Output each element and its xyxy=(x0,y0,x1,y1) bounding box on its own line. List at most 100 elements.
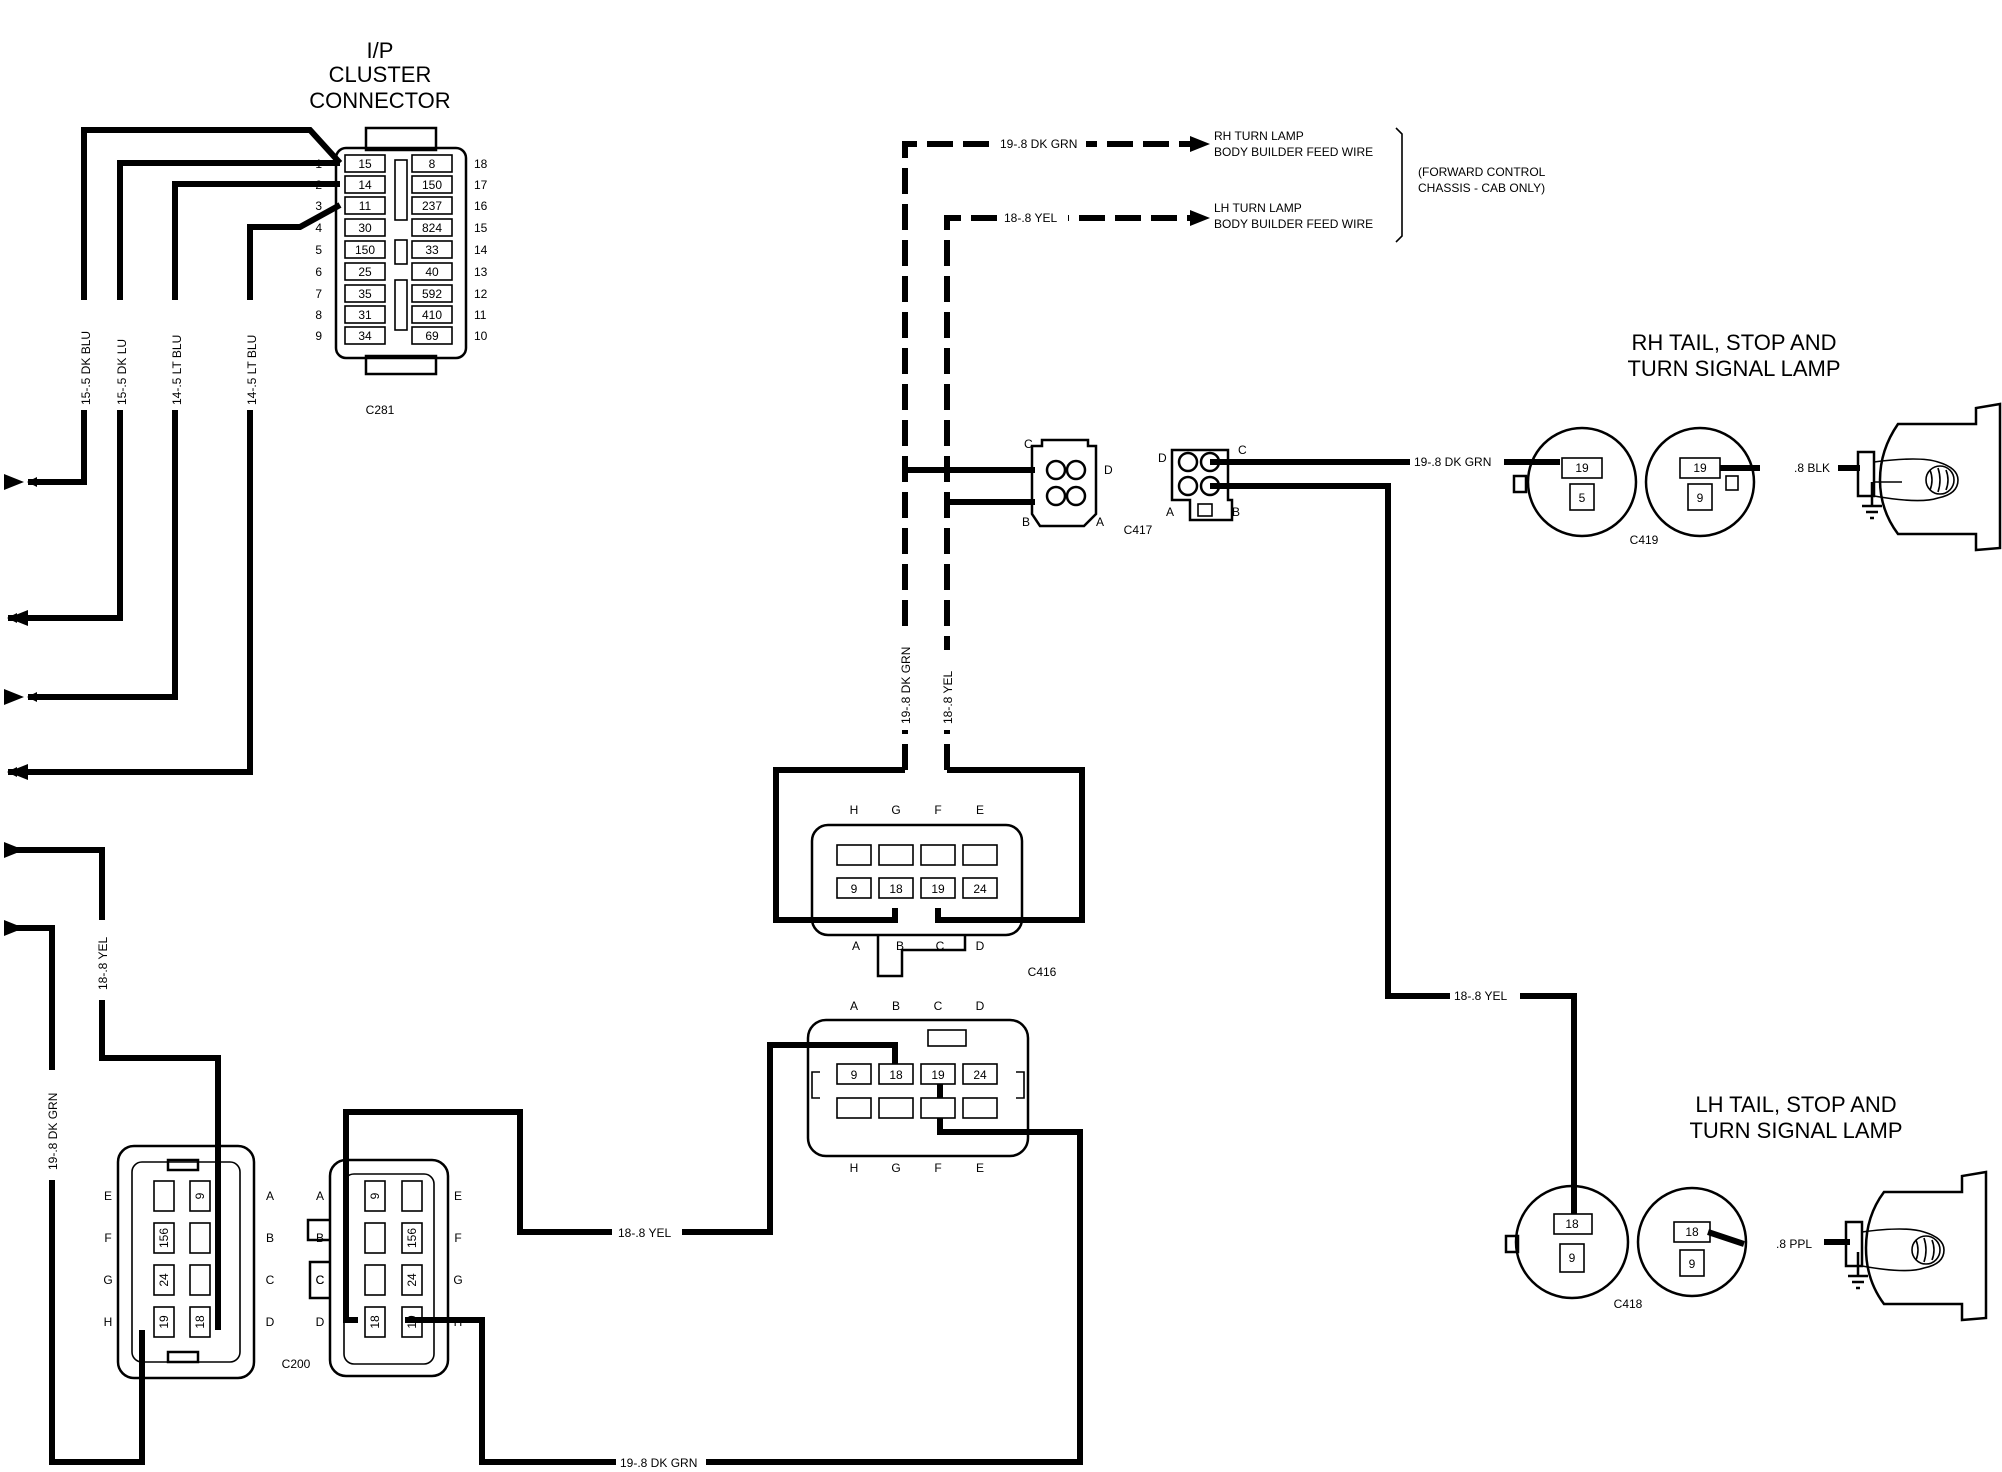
c281-cavity-right-label: 824 xyxy=(422,221,442,235)
rh-lamp-title: RH TAIL, STOP AND TURN SIGNAL LAMP xyxy=(1627,330,1840,381)
svg-text:CONNECTOR: CONNECTOR xyxy=(309,88,450,113)
c200-cavity xyxy=(189,1180,211,1212)
c416b-cavity-letter: D xyxy=(976,999,985,1013)
c417-label: C417 xyxy=(1124,523,1153,537)
svg-text:19-.8 DK GRN: 19-.8 DK GRN xyxy=(899,647,913,724)
c281-cavity-left xyxy=(344,326,386,345)
c281-cavity-right xyxy=(411,154,453,173)
c281-cavity-right-label: 40 xyxy=(425,265,439,279)
c281-cavity-right xyxy=(411,262,453,281)
svg-text:RH TAIL, STOP AND: RH TAIL, STOP AND xyxy=(1632,330,1837,355)
c416b-cavity-letter: B xyxy=(892,999,900,1013)
c281-pin-left: 6 xyxy=(315,265,322,279)
c281-cavity-left xyxy=(344,262,386,281)
trunk-labels: 19-.8 DK GRN 18-.8 YEL 19-.8 DK GRN 18-.… xyxy=(896,136,1086,730)
lamp-feed-labels: 19-.8 DK GRN 18-.8 YEL xyxy=(1410,454,1520,1004)
c418-label: C418 xyxy=(1614,1297,1643,1311)
svg-text:5: 5 xyxy=(1579,491,1586,505)
c200-col-letter: A xyxy=(316,1189,324,1203)
c281-cavity-right xyxy=(411,240,453,259)
svg-text:19: 19 xyxy=(1693,461,1707,475)
c416-cavity-label: 24 xyxy=(973,882,987,896)
c200-cavity-label: 24 xyxy=(405,1273,419,1287)
c200-wire-labels: 18-.8 YEL 19-.8 DK GRN xyxy=(612,1224,706,1471)
c281-cavity-left-label: 14 xyxy=(358,178,372,192)
c200-cavity-label: 19 xyxy=(157,1315,171,1329)
lh-bulb-assembly: .8 PPL xyxy=(1707,1170,1988,1322)
svg-text:.8 PPL: .8 PPL xyxy=(1776,1237,1812,1251)
c200-wires xyxy=(343,1042,1083,1465)
svg-text:A: A xyxy=(1166,505,1174,519)
c281-cavity-left-label: 30 xyxy=(358,221,372,235)
c416-cavity-label: 9 xyxy=(851,882,858,896)
svg-text:TURN SIGNAL LAMP: TURN SIGNAL LAMP xyxy=(1689,1118,1902,1143)
svg-text:(FORWARD CONTROL: (FORWARD CONTROL xyxy=(1418,165,1546,179)
svg-text:CLUSTER: CLUSTER xyxy=(329,62,432,87)
svg-text:18-.8 YEL: 18-.8 YEL xyxy=(618,1226,671,1240)
c200-col-letter: C xyxy=(266,1273,275,1287)
c200-row-letter: E xyxy=(104,1189,112,1203)
c281-pin-left: 3 xyxy=(315,199,322,213)
c281-cavity-right-label: 150 xyxy=(422,178,442,192)
svg-text:18-.8 YEL: 18-.8 YEL xyxy=(941,671,955,724)
svg-text:18-.8 YEL: 18-.8 YEL xyxy=(1004,211,1057,225)
c200-row-letter: F xyxy=(104,1231,111,1245)
c200-label: C200 xyxy=(282,1357,311,1371)
c200-cavity xyxy=(364,1180,386,1212)
c281-pin-right: 10 xyxy=(474,329,488,343)
c281-pin-left: 8 xyxy=(315,308,322,322)
svg-text:19-.8 DK GRN: 19-.8 DK GRN xyxy=(46,1093,60,1170)
lamp-feed-wires xyxy=(1210,459,1577,1222)
c200-col-letter: B xyxy=(316,1231,324,1245)
c200-cavity xyxy=(401,1222,423,1254)
c416b-cavity xyxy=(962,1097,998,1119)
svg-text:TURN SIGNAL LAMP: TURN SIGNAL LAMP xyxy=(1627,356,1840,381)
c200-col-letter: A xyxy=(266,1189,274,1203)
c416b-cavity xyxy=(920,1063,956,1085)
c416b-cavity-letter: A xyxy=(850,999,858,1013)
c281-pin-right: 12 xyxy=(474,287,488,301)
svg-text:14-.5 LT BLU: 14-.5 LT BLU xyxy=(170,335,184,405)
c200-col-letter: C xyxy=(316,1273,325,1287)
c281-pin-right: 15 xyxy=(474,221,488,235)
svg-text:9: 9 xyxy=(1689,1257,1696,1271)
c416b-pin-letter: F xyxy=(934,1161,941,1175)
c416-cavity xyxy=(878,877,914,899)
c416b-cavity-label: 18 xyxy=(889,1068,903,1082)
c281-cavity-left xyxy=(344,175,386,194)
c416-cavity xyxy=(962,877,998,899)
c281-pin-left: 4 xyxy=(315,221,322,235)
svg-text:B: B xyxy=(1232,505,1240,519)
c416-cavity xyxy=(878,844,914,866)
c416-cavity-letter: F xyxy=(934,803,941,817)
svg-text:19-.8 DK GRN: 19-.8 DK GRN xyxy=(1000,137,1077,151)
c416-cavity-label: 19 xyxy=(931,882,945,896)
c416b-cavity-label: 24 xyxy=(973,1068,987,1082)
c281-pin-right: 13 xyxy=(474,265,488,279)
svg-text:LH TAIL, STOP AND: LH TAIL, STOP AND xyxy=(1695,1092,1896,1117)
c416b-cavity-label: 19 xyxy=(931,1068,945,1082)
c281-pin-right: 11 xyxy=(474,308,487,322)
c281-cavity-left xyxy=(344,305,386,324)
svg-text:18: 18 xyxy=(1685,1225,1699,1239)
svg-text:19-.8 DK GRN: 19-.8 DK GRN xyxy=(1414,455,1491,469)
svg-text:D: D xyxy=(1158,451,1167,465)
c416-cavity xyxy=(920,877,956,899)
c281-cavity-left-label: 35 xyxy=(358,287,372,301)
c281-cavity-right-label: 410 xyxy=(422,308,442,322)
c416-cavity xyxy=(962,844,998,866)
c200-cavity-label: 24 xyxy=(157,1273,171,1287)
c200-cavity xyxy=(364,1306,386,1338)
c416b-cavity xyxy=(920,1097,956,1119)
c281-cavity-right xyxy=(411,284,453,303)
c200-cavity-empty xyxy=(364,1222,386,1254)
c200-cavity-label: 156 xyxy=(405,1228,419,1248)
c416-pin-letter: A xyxy=(852,939,860,953)
svg-text:A: A xyxy=(1096,515,1104,529)
c200-row-letter: E xyxy=(454,1189,462,1203)
svg-text:9: 9 xyxy=(1569,1251,1576,1265)
